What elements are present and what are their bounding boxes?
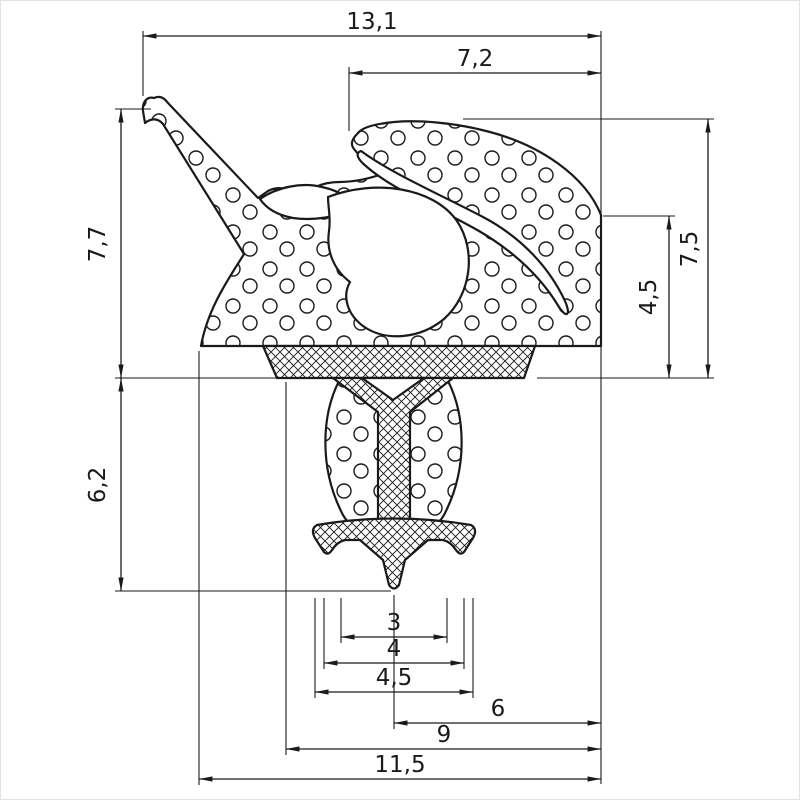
clamp-band-crosshatch	[261, 344, 537, 380]
dim-right-height: 7,5	[677, 119, 711, 378]
dim-left-lower-height: 6,2	[85, 378, 124, 591]
dimension-label: 9	[437, 722, 452, 748]
dimension-label: 3	[387, 610, 402, 636]
dim-foot-tip-width: 3	[341, 610, 447, 640]
stem-notch	[360, 376, 426, 402]
dim-bottom-offset-mid: 9	[286, 722, 601, 752]
dim-overall-width: 13,1	[143, 9, 601, 39]
dimension-label: 13,1	[346, 9, 397, 35]
dim-left-upper-height: 7,7	[85, 109, 124, 378]
dimension-label: 7,7	[85, 226, 111, 263]
dimension-label: 4	[387, 636, 402, 662]
dim-bottom-overall: 11,5	[199, 752, 601, 782]
dim-bulge-width: 4	[324, 636, 464, 666]
dimension-label: 7,5	[677, 231, 703, 268]
dimension-label: 11,5	[374, 752, 425, 778]
center-lip-lobe	[326, 186, 470, 338]
dimension-label: 4,5	[636, 279, 662, 316]
dim-upper-right-width: 7,2	[349, 46, 601, 76]
seal-profile	[141, 95, 603, 590]
dimensions: 13,1 7,2 7,7 6,2 7,5 4,5 3 4	[85, 9, 711, 782]
dim-bottom-offset-small: 6	[394, 696, 601, 726]
dimension-label: 4,5	[376, 665, 413, 691]
dimension-label: 6,2	[85, 467, 111, 504]
dim-right-inner-height: 4,5	[636, 216, 672, 378]
dimension-label: 7,2	[457, 46, 494, 72]
dim-foot-width: 4,5	[315, 665, 473, 695]
dimension-label: 6	[491, 696, 506, 722]
foot-anchor-crosshatch	[311, 517, 477, 590]
